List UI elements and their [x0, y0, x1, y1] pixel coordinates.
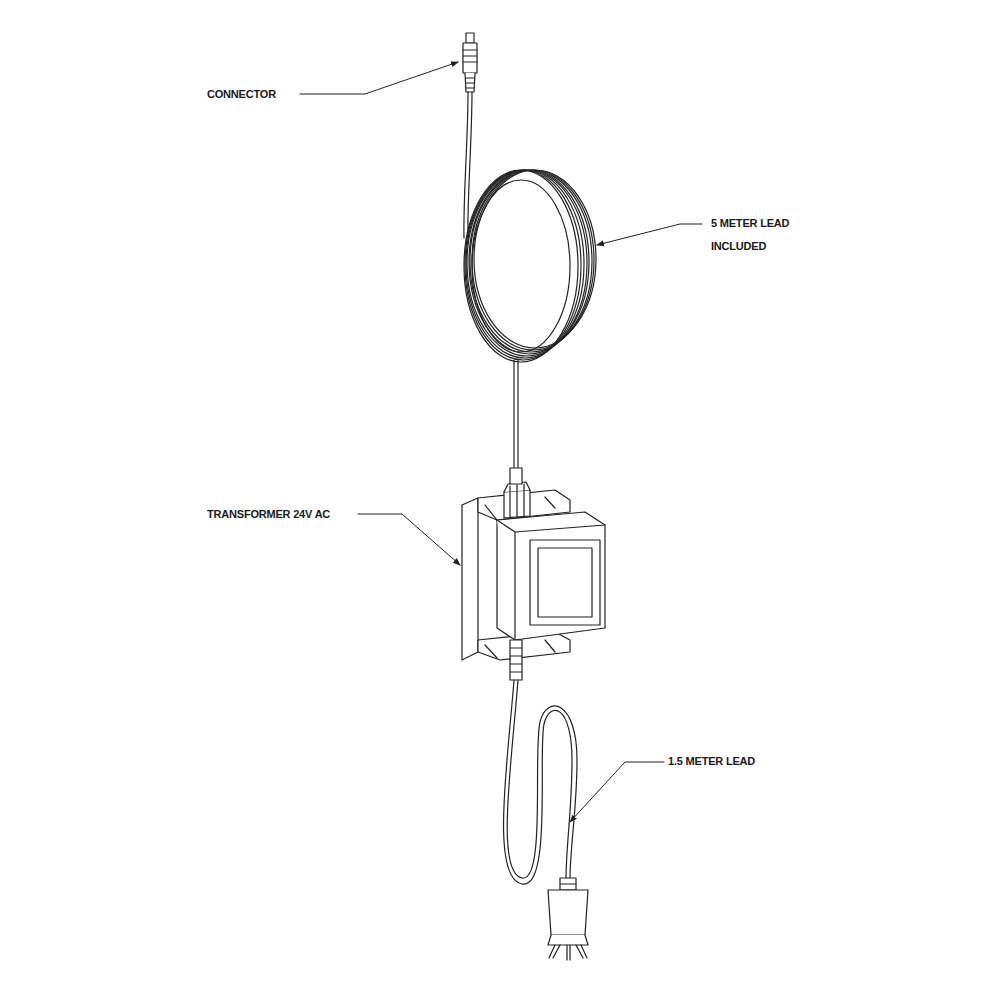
cable [514, 360, 518, 468]
leader-line [300, 62, 702, 822]
part-label: CONNECTOR [207, 83, 297, 106]
cable [507, 680, 577, 880]
cable [464, 92, 468, 238]
part-label: 1.5 METER LEAD [668, 750, 788, 773]
connector-plug [463, 33, 477, 92]
part-label: 5 METER LEAD INCLUDED [711, 212, 799, 258]
part-label: TRANSFORMER 24V AC [207, 503, 357, 526]
cable [468, 92, 472, 238]
power-plug [548, 878, 588, 960]
coiled-lead [464, 170, 596, 362]
transformer [462, 468, 605, 680]
